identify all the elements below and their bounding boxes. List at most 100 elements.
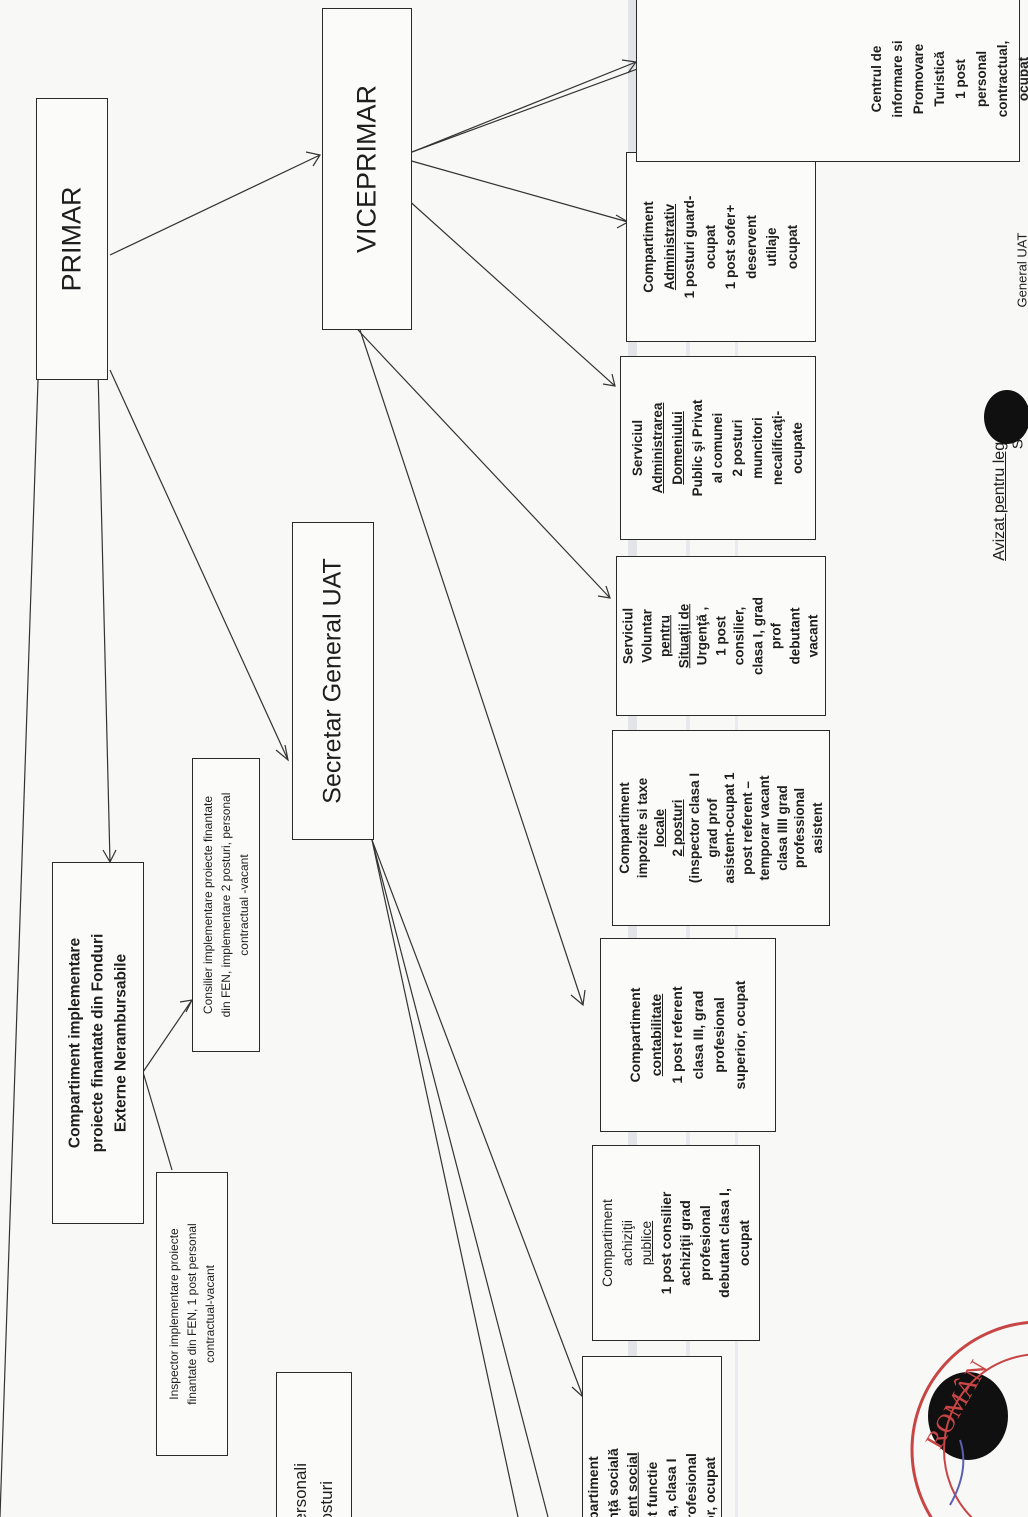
secretar-label: Secretar General UAT	[318, 558, 347, 804]
asistenta-line: d profesional	[682, 1453, 699, 1517]
achizitii-line: 1 post consilier	[657, 1191, 674, 1295]
fen-compartiment-box: Compartiment implementare proiecte finan…	[52, 862, 144, 1224]
fen-inspector-line: Inspector implementare proiecte	[167, 1228, 181, 1400]
svsu-line: 1 post	[712, 616, 728, 656]
impozite-line: clasa IIII grad	[774, 785, 790, 871]
svsu-line: Serviciul	[620, 607, 636, 665]
administrativ-box: Compartiment Administrativ 1 posturi gua…	[626, 152, 816, 342]
contabilitate-box: Compartiment contabilitate 1 post refere…	[600, 938, 776, 1132]
domeniu-line: muncitori	[750, 417, 765, 479]
svsu-line: clasa I, grad	[749, 596, 765, 676]
svsu-line: Urgenţă ,	[694, 606, 710, 666]
fen-compartiment-label: Compartiment implementare proiecte finan…	[64, 873, 133, 1213]
achizitii-line: achiziţii grad	[677, 1200, 693, 1286]
aviz-line3: General UAT	[1014, 232, 1028, 308]
asistenta-sociala-box: ompartiment stență socială sistent socia…	[582, 1356, 722, 1517]
achizitii-line: publice	[638, 1220, 654, 1266]
impozite-label: Compartiment impozite si taxe locale 2 p…	[616, 732, 826, 924]
impozite-line: professional	[792, 787, 807, 869]
asistenta-line: erior, ocupat	[701, 1456, 718, 1517]
svsu-line: consilier,	[731, 606, 747, 666]
impozite-line: (inspector clasa I	[687, 772, 702, 884]
contabilitate-label: Compartiment contabilitate 1 post refere…	[625, 940, 751, 1130]
contabilitate-line: superior, ocupat	[732, 980, 748, 1090]
administrativ-label: Compartiment Administrativ 1 posturi gua…	[639, 157, 803, 337]
impozite-line: locale	[652, 808, 667, 848]
fen-inspector-line: contractual-vacant	[203, 1264, 217, 1364]
fen-consilier-label: Consilier implementare proiecte finantat…	[199, 760, 253, 1050]
seal-lettering: ROMÂN	[920, 1355, 994, 1454]
viceprimar-box: VICEPRIMAR	[322, 8, 412, 330]
impozite-line: Compartiment	[617, 782, 632, 874]
fen-inspector-box: Inspector implementare proiecte finantat…	[156, 1172, 228, 1456]
fen-consilier-box: Consilier implementare proiecte finantat…	[192, 758, 260, 1052]
achizitii-label: Compartiment achiziţii publice 1 post co…	[598, 1148, 754, 1338]
turism-label: Centrul de informare si Promovare Turist…	[866, 4, 1028, 154]
administrativ-line: ocupat	[702, 224, 718, 270]
turism-line: ocupat	[1016, 56, 1028, 102]
svsu-box: Serviciul Voluntar pentru Situaţii de Ur…	[616, 556, 826, 716]
asistenta-line: post functie	[643, 1461, 660, 1517]
domeniu-line: Domeniului	[670, 411, 685, 485]
turism-line: Centrul de	[869, 45, 885, 113]
achizitii-line: debutant clasa I,	[716, 1188, 732, 1298]
turism-box: Centrul de informare si Promovare Turist…	[636, 0, 1028, 162]
domeniu-public-box: Serviciul Administrarea Domeniului Publi…	[620, 356, 816, 540]
fen-inspector-label: Inspector implementare proiecte finantat…	[165, 1176, 219, 1452]
contabilitate-line: 1 post referent	[669, 986, 685, 1084]
administrativ-line: 1 posturi guard-	[682, 195, 697, 299]
turism-line: personal	[974, 50, 990, 108]
fen-consilier-line: din FEN, implementare 2 posturi, persona…	[219, 792, 233, 1018]
achizitii-line: Compartiment	[599, 1199, 615, 1287]
personal-line: personali	[291, 1463, 310, 1517]
domeniu-public-label: Serviciul Administrarea Domeniului Publi…	[628, 360, 808, 536]
secretar-box: Secretar General UAT	[292, 522, 374, 840]
domeniu-line: Administrarea	[650, 402, 665, 494]
domeniu-line: Public şi Privat	[690, 399, 705, 497]
domeniu-line: 2 posturi	[730, 419, 745, 477]
svsu-line: Voluntar	[638, 609, 654, 663]
viceprimar-label: VICEPRIMAR	[351, 84, 382, 254]
impozite-line: grad prof	[704, 798, 720, 858]
svsu-line: prof	[768, 622, 784, 650]
contabilitate-line: Compartiment	[627, 987, 643, 1083]
achizitii-line: achiziţii	[618, 1220, 635, 1266]
turism-line: informare si	[890, 40, 906, 118]
impozite-line: impozite si taxe	[634, 777, 650, 879]
domeniu-line: necalificaţi-	[770, 410, 785, 486]
impozite-line: asistent	[809, 802, 825, 854]
impozite-line: asistent-ocupat 1	[722, 772, 737, 884]
asistenta-sociala-label: ompartiment stență socială sistent socia…	[584, 1351, 721, 1517]
fen-comp-line: proiecte finantate din Fonduri	[89, 933, 107, 1153]
domeniu-line: Serviciul	[630, 419, 645, 477]
asistenta-line: blica, clasa I	[662, 1458, 679, 1517]
primar-label: PRIMAR	[56, 186, 87, 292]
achizitii-line: ocupat	[735, 1220, 752, 1266]
turism-line: Promovare	[911, 43, 927, 115]
turism-line: 1 post	[953, 59, 969, 99]
svsu-line: pentru	[657, 615, 673, 657]
achizitii-line: profesional	[696, 1205, 713, 1281]
impozite-line: temporar vacant	[757, 775, 772, 881]
domeniu-line: al comunei	[710, 412, 725, 484]
fen-consilier-line: Consilier implementare proiecte finantat…	[201, 795, 215, 1015]
aviz-line3-block: General UAT	[1014, 200, 1028, 340]
impozite-line: 2 posturi	[669, 799, 685, 857]
administrativ-line: ocupat	[784, 224, 800, 270]
administrativ-line: 1 post sofer+	[723, 204, 738, 290]
impozite-box: Compartiment impozite si taxe locale 2 p…	[612, 730, 830, 926]
svsu-label: Serviciul Voluntar pentru Situaţii de Ur…	[619, 558, 823, 714]
personal-line: posturi	[317, 1480, 336, 1517]
personal-partial-box: personali posturi	[276, 1372, 352, 1517]
administrativ-line: deservent	[743, 215, 759, 279]
official-seal-stamp: ROMÂN	[910, 1321, 1028, 1517]
administrativ-line: Administrativ	[661, 203, 677, 291]
svsu-line: debutant	[786, 607, 802, 665]
achizitii-box: Compartiment achiziţii publice 1 post co…	[592, 1145, 760, 1341]
aviz-block: Avizat pentru legalitate	[990, 330, 1010, 630]
fen-comp-line: Compartiment implementare	[66, 937, 84, 1149]
turism-line: Turistică	[932, 51, 948, 107]
asistenta-line: ompartiment	[584, 1456, 601, 1517]
